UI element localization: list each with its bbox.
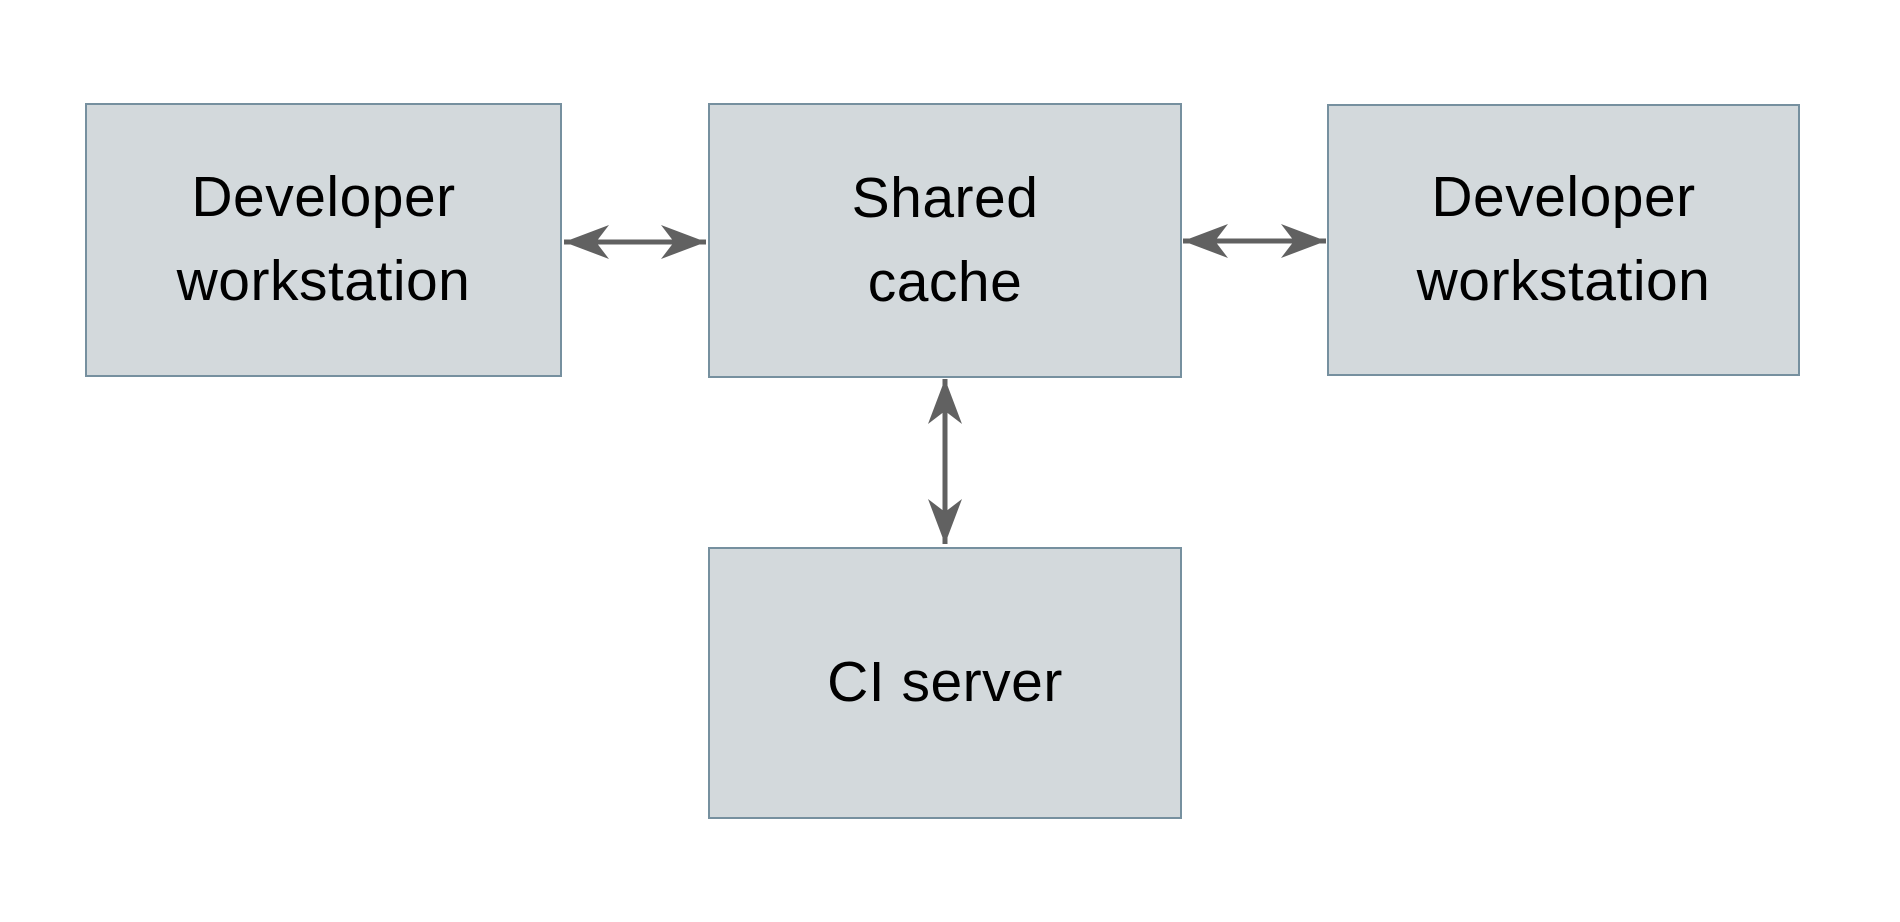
node-label-ci-server: CI server (827, 650, 1063, 715)
node-ci-server: CI server (708, 547, 1182, 819)
node-label-developer-workstation-left: Developer workstation (176, 165, 471, 313)
node-shared-cache: Shared cache (708, 103, 1182, 378)
node-developer-workstation-left: Developer workstation (85, 103, 562, 377)
node-label-shared-cache: Shared cache (851, 165, 1039, 314)
node-label-developer-workstation-right: Developer workstation (1416, 165, 1711, 313)
node-developer-workstation-right: Developer workstation (1327, 104, 1800, 376)
